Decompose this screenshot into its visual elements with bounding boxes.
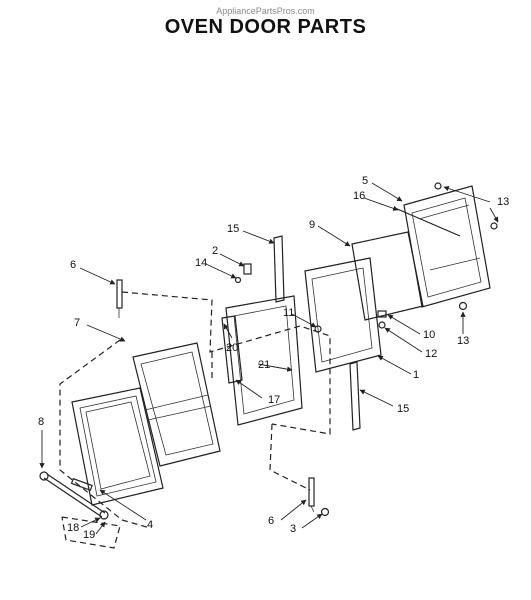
callout-4: 4 [147,519,153,531]
callout-20: 20 [226,342,238,354]
screw-12 [378,321,386,329]
callout-8: 8 [38,416,44,428]
callout-1: 1 [413,369,419,381]
screw-13-top [434,182,498,230]
callout-12: 12 [425,348,437,360]
callout-10: 10 [423,329,435,341]
callout-15-bottom: 15 [397,403,409,415]
trim-strip-bottom-15 [349,361,361,431]
callout-2: 2 [212,245,218,257]
callout-17: 17 [268,394,280,406]
callout-11: 11 [283,307,294,319]
callout-13-bottom: 13 [457,335,469,347]
callout-21: 21 [258,359,270,371]
hinge-left-6 [116,279,123,318]
inner-door-frame [132,342,221,467]
window-glass-frame [304,257,382,373]
glass-panel [351,231,424,321]
callout-5: 5 [362,175,368,187]
assembly-dashed-lines [59,291,331,549]
callout-14: 14 [195,257,207,269]
hinge-right-6 [308,477,315,513]
screw-3 [320,507,330,517]
hinge-clip-2 [243,263,252,275]
callout-15-top: 15 [227,223,239,235]
callout-3: 3 [290,523,296,535]
door-handle-8 [39,471,109,520]
door-bracket-20 [221,315,243,384]
inner-door-liner [394,185,491,308]
callout-19: 19 [83,529,95,541]
trim-strip-top-15 [273,235,285,303]
callout-13-top: 13 [497,196,509,208]
callout-6-top: 6 [70,259,76,271]
callout-16: 16 [353,190,365,202]
watermark: AppliancePartsPros.com [216,6,315,16]
page-title: OVEN DOOR PARTS [164,16,367,38]
leader-lines [39,182,499,535]
callout-7: 7 [74,317,80,329]
callout-18: 18 [67,522,79,534]
callout-9: 9 [309,219,315,231]
outer-door-panel [71,387,164,506]
screw-10 [377,310,387,318]
screw-13-bottom [458,301,468,311]
callout-6-bottom: 6 [268,515,274,527]
callout-labels: 5 16 13 9 15 2 14 6 11 7 20 21 17 10 12 … [38,175,509,541]
screw-14 [234,276,242,284]
